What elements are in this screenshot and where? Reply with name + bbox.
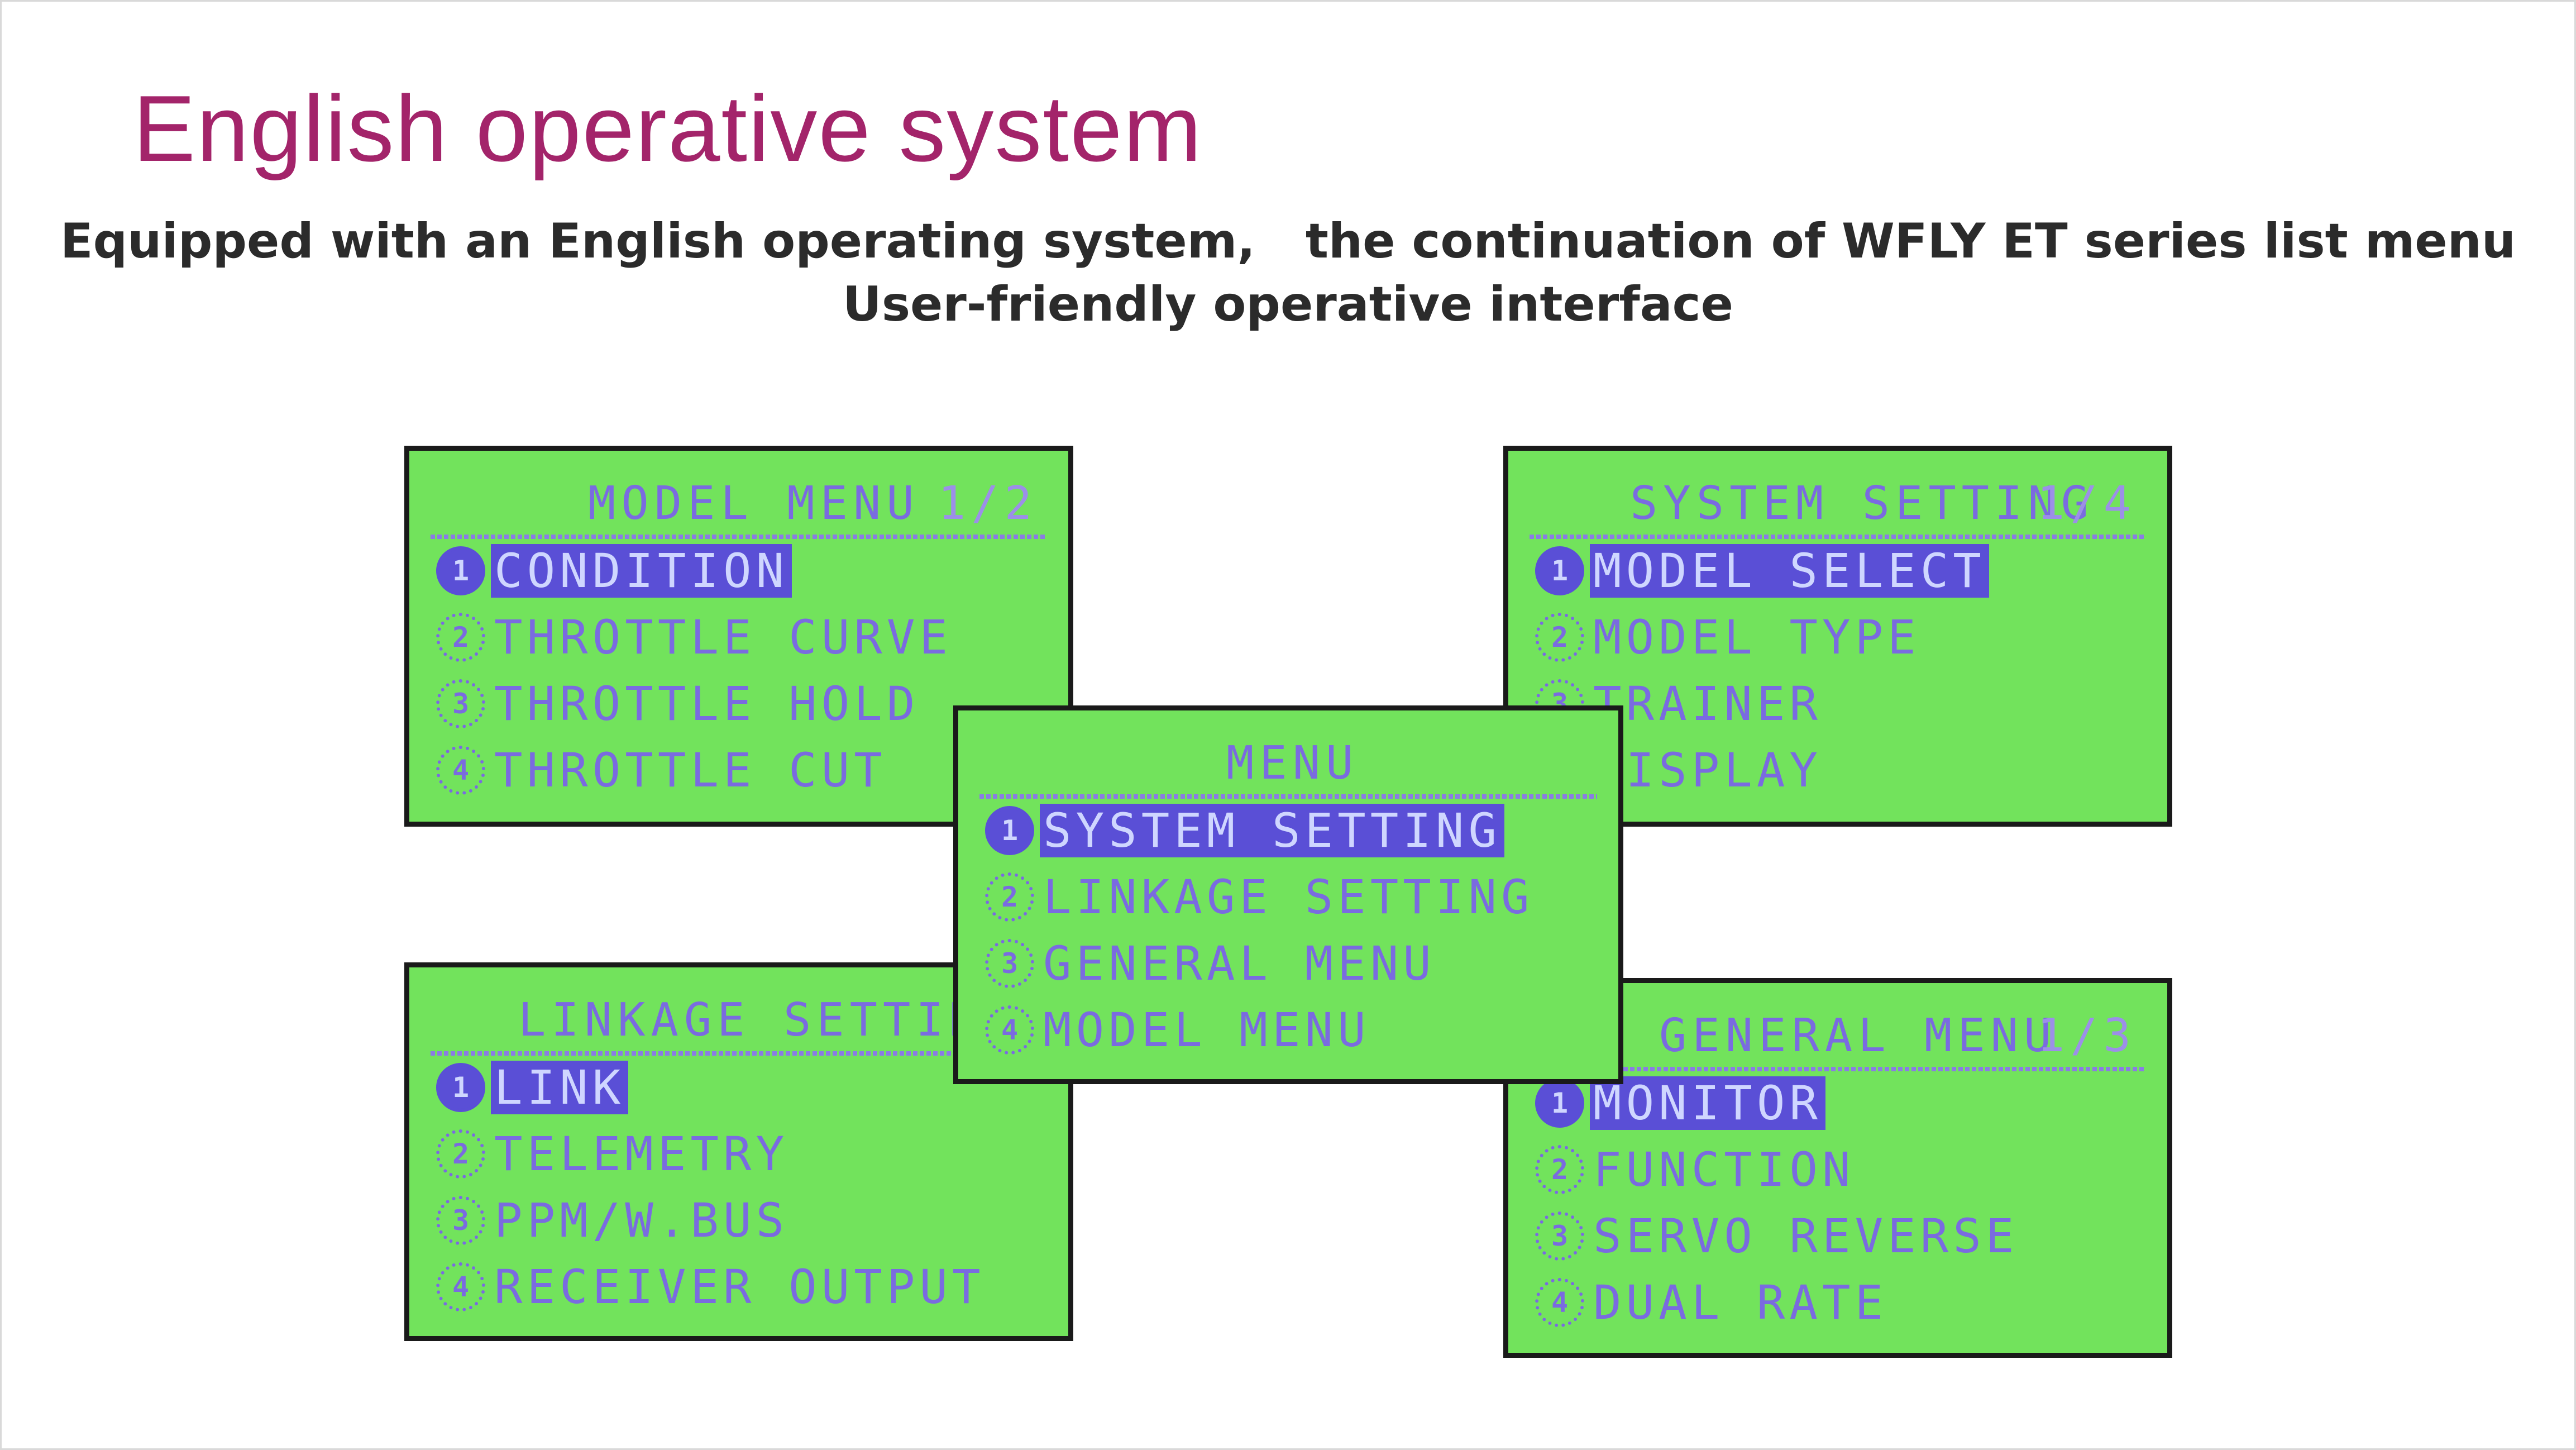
menu-item-throttle-hold[interactable]: 3 THROTTLE HOLD: [436, 676, 923, 732]
item-number-4-icon: 4: [436, 746, 485, 795]
lcd-page-indicator: 1/4: [2037, 477, 2137, 530]
lcd-general-menu: GENERAL MENU 1/3 1 MONITOR 2 FUNCTION 3 …: [1503, 978, 2172, 1358]
menu-item-label: MODEL MENU: [1043, 1003, 1370, 1057]
lcd-divider: [1530, 535, 2146, 539]
menu-item-monitor[interactable]: 1 MONITOR: [1535, 1075, 1826, 1131]
lcd-header: MENU: [1226, 737, 1359, 790]
subtitle-line-1: Equipped with an English operating syste…: [60, 213, 2516, 269]
lcd-system-setting: SYSTEM SETTING 1/4 1 MODEL SELECT 2 MODE…: [1503, 446, 2172, 827]
menu-item-label: TRAINER: [1593, 676, 1823, 731]
menu-item-telemetry[interactable]: 2 TELEMETRY: [436, 1126, 792, 1182]
item-number-1-icon: 1: [436, 1063, 485, 1112]
lcd-divider: [979, 794, 1597, 799]
menu-item-model-select[interactable]: 1 MODEL SELECT: [1535, 543, 1989, 599]
menu-item-model-type[interactable]: 2 MODEL TYPE: [1535, 609, 1924, 665]
menu-item-label: SERVO REVERSE: [1593, 1209, 2019, 1263]
menu-item-label: MODEL SELECT: [1590, 544, 1989, 598]
item-number-1-icon: 1: [1535, 546, 1584, 595]
item-number-3-icon: 3: [436, 1196, 485, 1245]
menu-item-label: DUAL RATE: [1593, 1275, 1888, 1330]
lcd-main-menu: MENU 1 SYSTEM SETTING 2 LINKAGE SETTING …: [953, 705, 1623, 1084]
menu-item-label: PPM/W.BUS: [494, 1193, 789, 1248]
menu-item-label: LINK: [491, 1061, 629, 1114]
lcd-header: MODEL MENU: [588, 477, 920, 530]
menu-item-label: CONDITION: [491, 544, 792, 598]
menu-item-model-menu[interactable]: 4 MODEL MENU: [985, 1002, 1374, 1058]
lcd-header: SYSTEM SETTING: [1630, 477, 2095, 530]
lcd-header: GENERAL MENU: [1659, 1009, 2057, 1062]
menu-item-dual-rate[interactable]: 4 DUAL RATE: [1535, 1275, 1891, 1330]
item-number-2-icon: 2: [985, 872, 1034, 922]
menu-item-label: TELEMETRY: [494, 1127, 789, 1181]
menu-item-throttle-cut[interactable]: 4 THROTTLE CUT: [436, 742, 890, 798]
lcd-divider: [1530, 1067, 2146, 1071]
item-number-2-icon: 2: [436, 613, 485, 662]
lcd-divider: [431, 535, 1047, 539]
menu-item-servo-reverse[interactable]: 3 SERVO REVERSE: [1535, 1208, 2021, 1264]
subtitle-line-2: User-friendly operative interface: [843, 276, 1733, 332]
menu-item-label: GENERAL MENU: [1043, 936, 1436, 991]
lcd-divider: [431, 1051, 1047, 1056]
item-number-4-icon: 4: [1535, 1278, 1584, 1327]
menu-item-label: RECEIVER OUTPUT: [494, 1260, 985, 1314]
item-number-4-icon: 4: [985, 1005, 1034, 1055]
item-number-4-icon: 4: [436, 1262, 485, 1311]
item-number-2-icon: 2: [1535, 1145, 1584, 1194]
menu-item-ppm-wbus[interactable]: 3 PPM/W.BUS: [436, 1193, 792, 1248]
menu-item-condition[interactable]: 1 CONDITION: [436, 543, 792, 599]
menu-item-function[interactable]: 2 FUNCTION: [1535, 1142, 1858, 1198]
menu-item-linkage-setting[interactable]: 2 LINKAGE SETTING: [985, 869, 1537, 925]
menu-item-label: THROTTLE HOLD: [494, 676, 920, 731]
item-number-3-icon: 3: [436, 679, 485, 728]
menu-item-label: MONITOR: [1590, 1076, 1826, 1130]
menu-item-label: LINKAGE SETTING: [1043, 870, 1534, 924]
menu-item-general-menu[interactable]: 3 GENERAL MENU: [985, 936, 1439, 991]
menu-item-label: MODEL TYPE: [1593, 610, 1920, 665]
menu-item-receiver-output[interactable]: 4 RECEIVER OUTPUT: [436, 1259, 988, 1315]
menu-item-system-setting[interactable]: 1 SYSTEM SETTING: [985, 803, 1505, 858]
lcd-page-indicator: 1/3: [2037, 1009, 2137, 1062]
menu-item-label: SYSTEM SETTING: [1040, 804, 1505, 857]
menu-item-label: FUNCTION: [1593, 1142, 1855, 1197]
item-number-2-icon: 2: [436, 1129, 485, 1179]
item-number-2-icon: 2: [1535, 613, 1584, 662]
menu-item-link[interactable]: 1 LINK: [436, 1060, 629, 1115]
menu-item-label: THROTTLE CURVE: [494, 610, 953, 665]
item-number-1-icon: 1: [985, 806, 1034, 855]
item-number-3-icon: 3: [1535, 1211, 1584, 1261]
menu-item-throttle-curve[interactable]: 2 THROTTLE CURVE: [436, 609, 955, 665]
item-number-3-icon: 3: [985, 939, 1034, 988]
menu-item-label: THROTTLE CUT: [494, 743, 887, 798]
page-title: English operative system: [133, 76, 1203, 181]
menu-item-label: DISPLAY: [1593, 743, 1823, 798]
item-number-1-icon: 1: [1535, 1079, 1584, 1128]
lcd-page-indicator: 1/2: [938, 477, 1038, 530]
item-number-1-icon: 1: [436, 546, 485, 595]
